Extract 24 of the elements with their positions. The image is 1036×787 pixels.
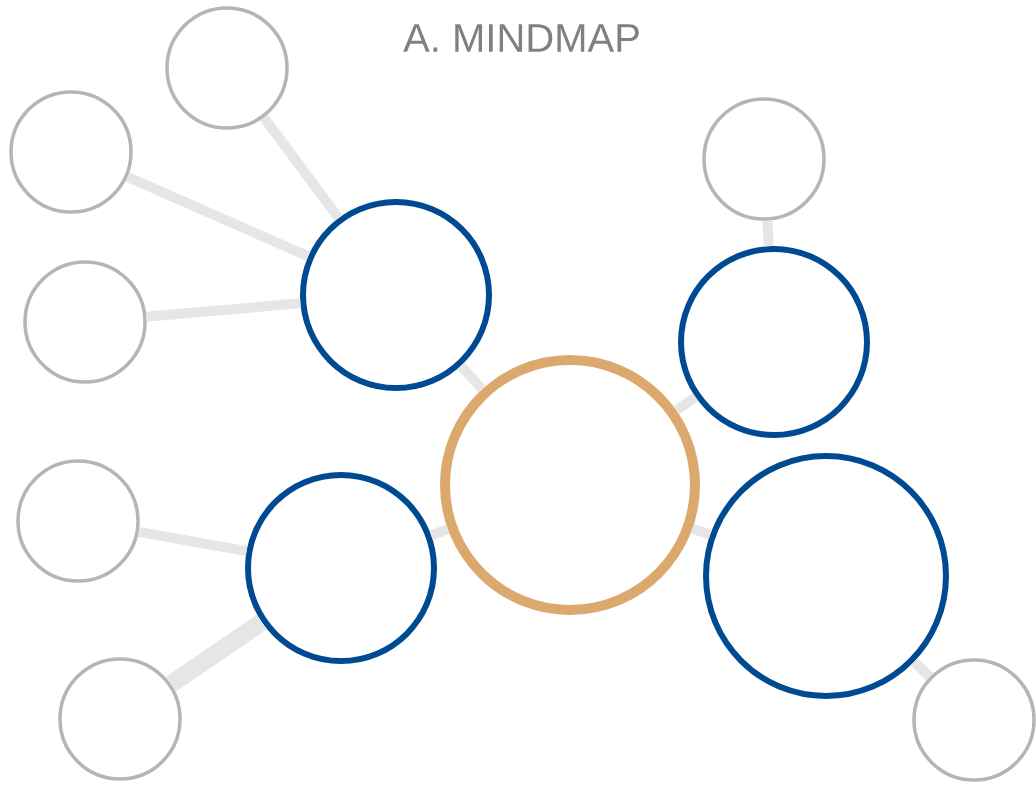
connector-line [910,658,934,681]
branch-circle [678,246,870,438]
connector-line [125,172,311,261]
branch-circle [300,199,492,391]
branch-circle [245,472,437,664]
connector-line [673,393,699,415]
leaf-circle [23,260,147,384]
connector-line [690,523,712,540]
leaf-circle [58,657,182,781]
connector-line [259,114,343,221]
connector-line [165,614,267,692]
connector-line [762,220,774,247]
branch-circle [703,453,949,699]
connector-line [457,362,486,393]
leaf-circle [912,658,1036,782]
leaf-circle [16,459,140,583]
leaf-circle [9,90,133,214]
connector-line [429,524,450,540]
leaf-circle [702,97,826,221]
title: A. MINDMAP [403,24,639,52]
connector-line [137,526,248,557]
connector-line [146,298,301,322]
central-circle [440,355,700,615]
leaf-circle [165,6,289,130]
